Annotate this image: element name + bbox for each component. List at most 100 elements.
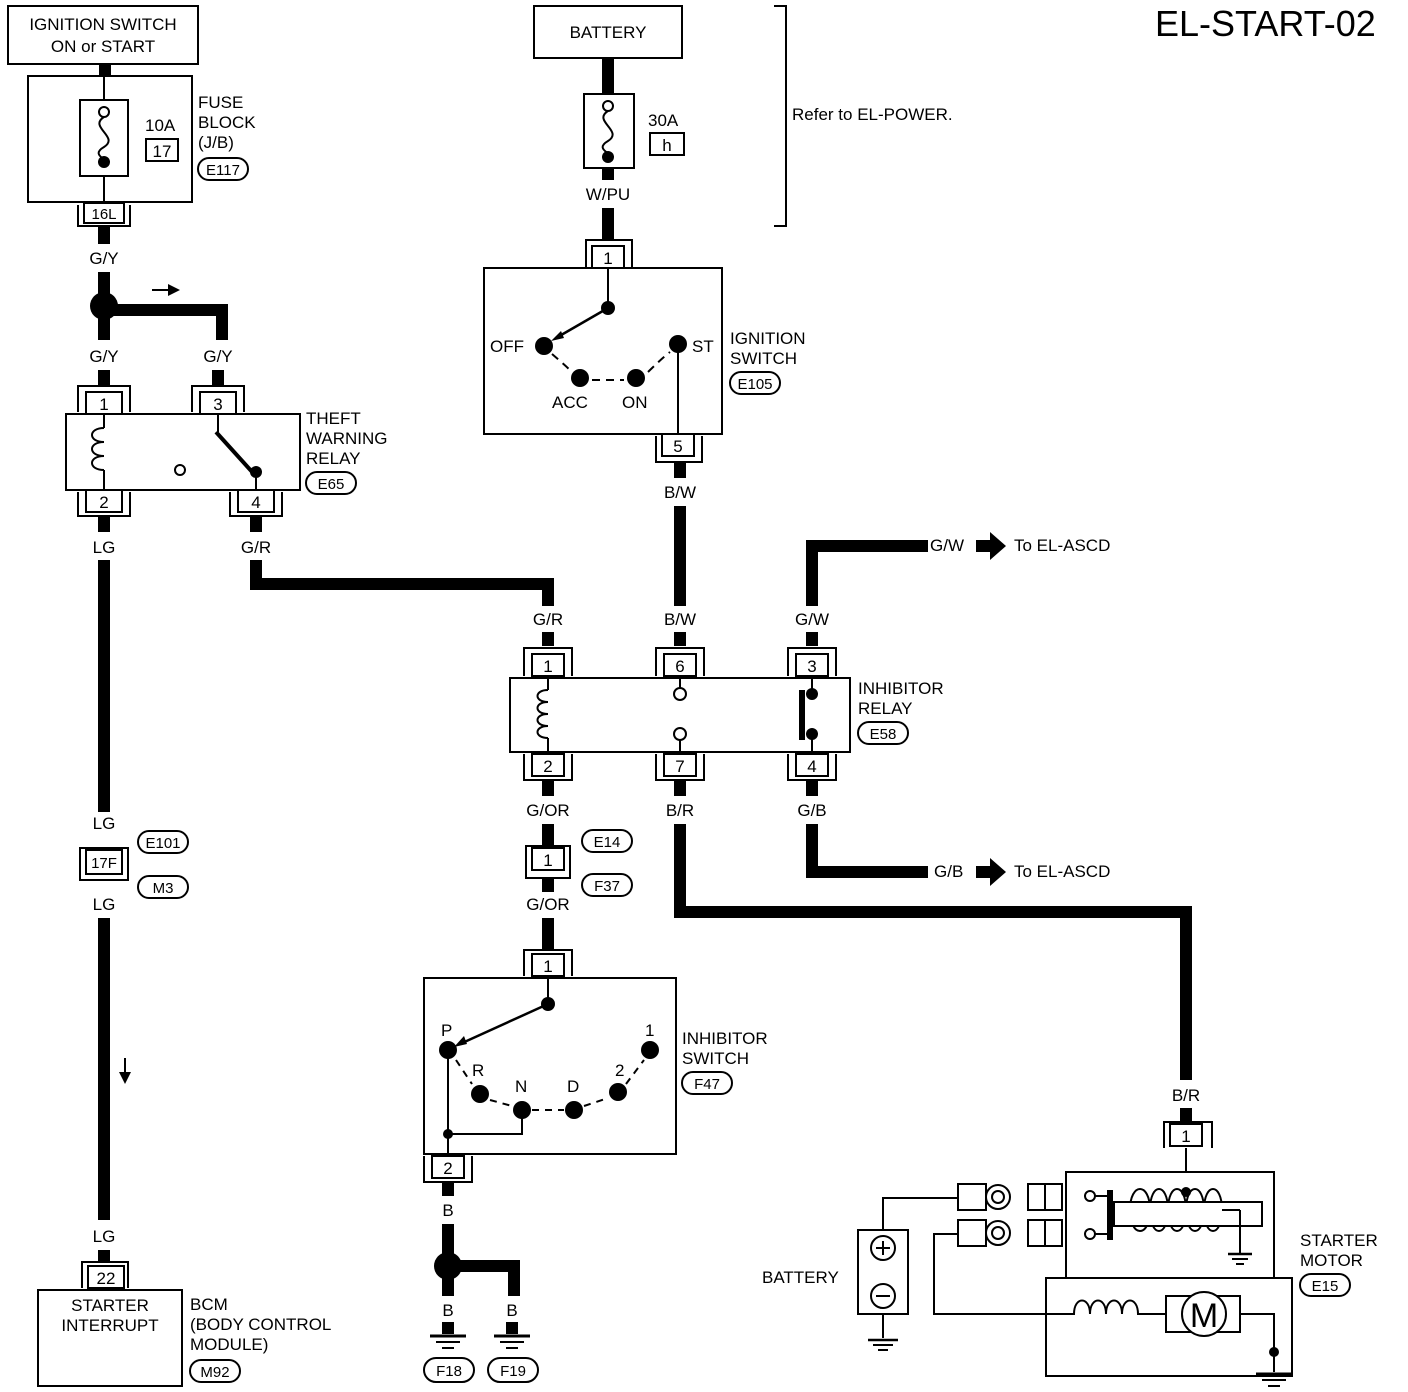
theft-relay-line3: RELAY	[306, 449, 361, 468]
joint-conn-b: M3	[153, 880, 174, 897]
inh-joint-conn-a-badge	[581, 829, 633, 853]
ignition-switch-line2: SWITCH	[730, 349, 797, 368]
wire-lg-4: LG	[93, 1227, 116, 1246]
inh-relay-line2: RELAY	[858, 699, 913, 718]
ground-f18: F18	[436, 1363, 462, 1380]
starter-connector-badge	[1299, 1273, 1351, 1297]
wire-gy-left: G/Y	[89, 347, 118, 366]
ignition-source-line1: IGNITION SWITCH	[29, 15, 176, 34]
wire-gr-1: G/R	[241, 538, 271, 557]
ignition-switch-connector: E105	[737, 376, 772, 393]
fuse-block-connector: E117	[206, 162, 240, 179]
wire-gw-2: G/W	[795, 610, 829, 629]
wire-br-2: B/R	[1172, 1086, 1200, 1105]
inh-pos-1: 1	[645, 1021, 654, 1040]
ground-f19: F19	[500, 1363, 526, 1380]
joint-pin: 17F	[91, 855, 117, 872]
wire-gb-1: G/B	[797, 801, 826, 820]
joint-conn-a: E101	[145, 835, 180, 852]
wire-lg-3: LG	[93, 895, 116, 914]
starter-line2: MOTOR	[1300, 1251, 1363, 1270]
wire-br-1: B/R	[666, 801, 694, 820]
ground-f19-badge	[487, 1357, 539, 1383]
wire-gor-2: G/OR	[526, 895, 569, 914]
inh-relay-pin1: 1	[543, 657, 552, 676]
bcm-label3: MODULE)	[190, 1335, 268, 1354]
inh-pos-2: 2	[615, 1061, 624, 1080]
theft-relay-line2: WARNING	[306, 429, 388, 448]
bcm-connector-badge	[189, 1359, 241, 1383]
theft-relay-line1: THEFT	[306, 409, 361, 428]
ascd-ref-top: To EL-ASCD	[1014, 536, 1110, 555]
inh-pos-p: P	[441, 1021, 452, 1040]
starter-line1: STARTER	[1300, 1231, 1378, 1250]
inh-joint-pin: 1	[543, 851, 552, 870]
ign-pos-acc: ACC	[552, 393, 588, 412]
inh-relay-pin6: 6	[675, 657, 684, 676]
wire-b-3: B	[506, 1301, 517, 1320]
fuse-block-connector-badge	[197, 157, 249, 181]
theft-relay-pin2: 2	[99, 493, 108, 512]
joint-conn-a-badge	[137, 830, 189, 854]
inh-relay-connector: E58	[870, 726, 897, 743]
battery-top-label: BATTERY	[570, 23, 647, 42]
wire-b-2: B	[442, 1301, 453, 1320]
inh-pos-r: R	[472, 1061, 484, 1080]
battery-fuse-id: h	[662, 136, 671, 155]
battery-fuse-rating: 30A	[648, 111, 679, 130]
ascd-ref-bottom: To EL-ASCD	[1014, 862, 1110, 881]
inh-relay-pin7: 7	[675, 757, 684, 776]
bcm-box	[37, 1289, 183, 1387]
inh-switch-line2: SWITCH	[682, 1049, 749, 1068]
wire-bw-2: B/W	[664, 610, 696, 629]
ground-symbol-f19	[494, 1334, 530, 1349]
theft-relay-pin1: 1	[99, 395, 108, 414]
fuse-rating: 10A	[145, 116, 176, 135]
bcm-label1: BCM	[190, 1295, 228, 1314]
fuse-terminal: 16L	[91, 206, 116, 223]
inh-joint-conn-a: E14	[594, 834, 621, 851]
fuse-block-line1: FUSE	[198, 93, 243, 112]
ground-f18-badge	[423, 1357, 475, 1383]
ignition-pin-in: 1	[603, 249, 612, 268]
theft-relay-pin4: 4	[251, 493, 260, 512]
inh-relay-connector-badge	[857, 721, 909, 745]
theft-relay-connector: E65	[318, 476, 345, 493]
starter-pin: 1	[1181, 1127, 1190, 1146]
inh-joint-conn-b: F37	[594, 878, 620, 895]
wire-lg-1: LG	[93, 538, 116, 557]
ign-pos-on: ON	[622, 393, 648, 412]
refer-note: Refer to EL-POWER.	[792, 105, 953, 124]
inh-joint-conn-b-badge	[581, 873, 633, 897]
inh-relay-line1: INHIBITOR	[858, 679, 944, 698]
inh-switch-connector-badge	[681, 1071, 733, 1095]
wire-lg-2: LG	[93, 814, 116, 833]
bcm-connector: M92	[200, 1364, 229, 1381]
ignition-switch-line1: IGNITION	[730, 329, 806, 348]
refer-bracket	[774, 5, 787, 227]
joint-conn-b-badge	[137, 875, 189, 899]
inh-pos-n: N	[515, 1077, 527, 1096]
diagram-title: EL-START-02	[1155, 3, 1376, 44]
motor-symbol: M	[1190, 1297, 1218, 1335]
ignition-source-line2: ON or START	[51, 37, 155, 56]
current-flow-arrow	[152, 284, 180, 296]
wire-gw-label: G/W	[930, 536, 964, 555]
theft-warning-relay	[65, 413, 301, 491]
fuse-number: 17	[153, 142, 172, 161]
wire-b-1: B	[442, 1201, 453, 1220]
bcm-line1: STARTER	[71, 1296, 149, 1315]
battery-top-box	[533, 5, 683, 59]
bcm-pin: 22	[97, 1269, 116, 1288]
inh-switch-pin-in: 1	[543, 957, 552, 976]
inh-relay-pin4: 4	[807, 757, 816, 776]
wire-gor-1: G/OR	[526, 801, 569, 820]
wire-gb-label: G/B	[934, 862, 963, 881]
bcm-label2: (BODY CONTROL	[190, 1315, 331, 1334]
inh-relay-pin2: 2	[543, 757, 552, 776]
wire-gy-right: G/Y	[203, 347, 232, 366]
wire-gy-top: G/Y	[89, 249, 118, 268]
inh-relay-pin3: 3	[807, 657, 816, 676]
current-flow-down-arrow	[119, 1058, 131, 1084]
inh-switch-pin-out: 2	[443, 1159, 452, 1178]
